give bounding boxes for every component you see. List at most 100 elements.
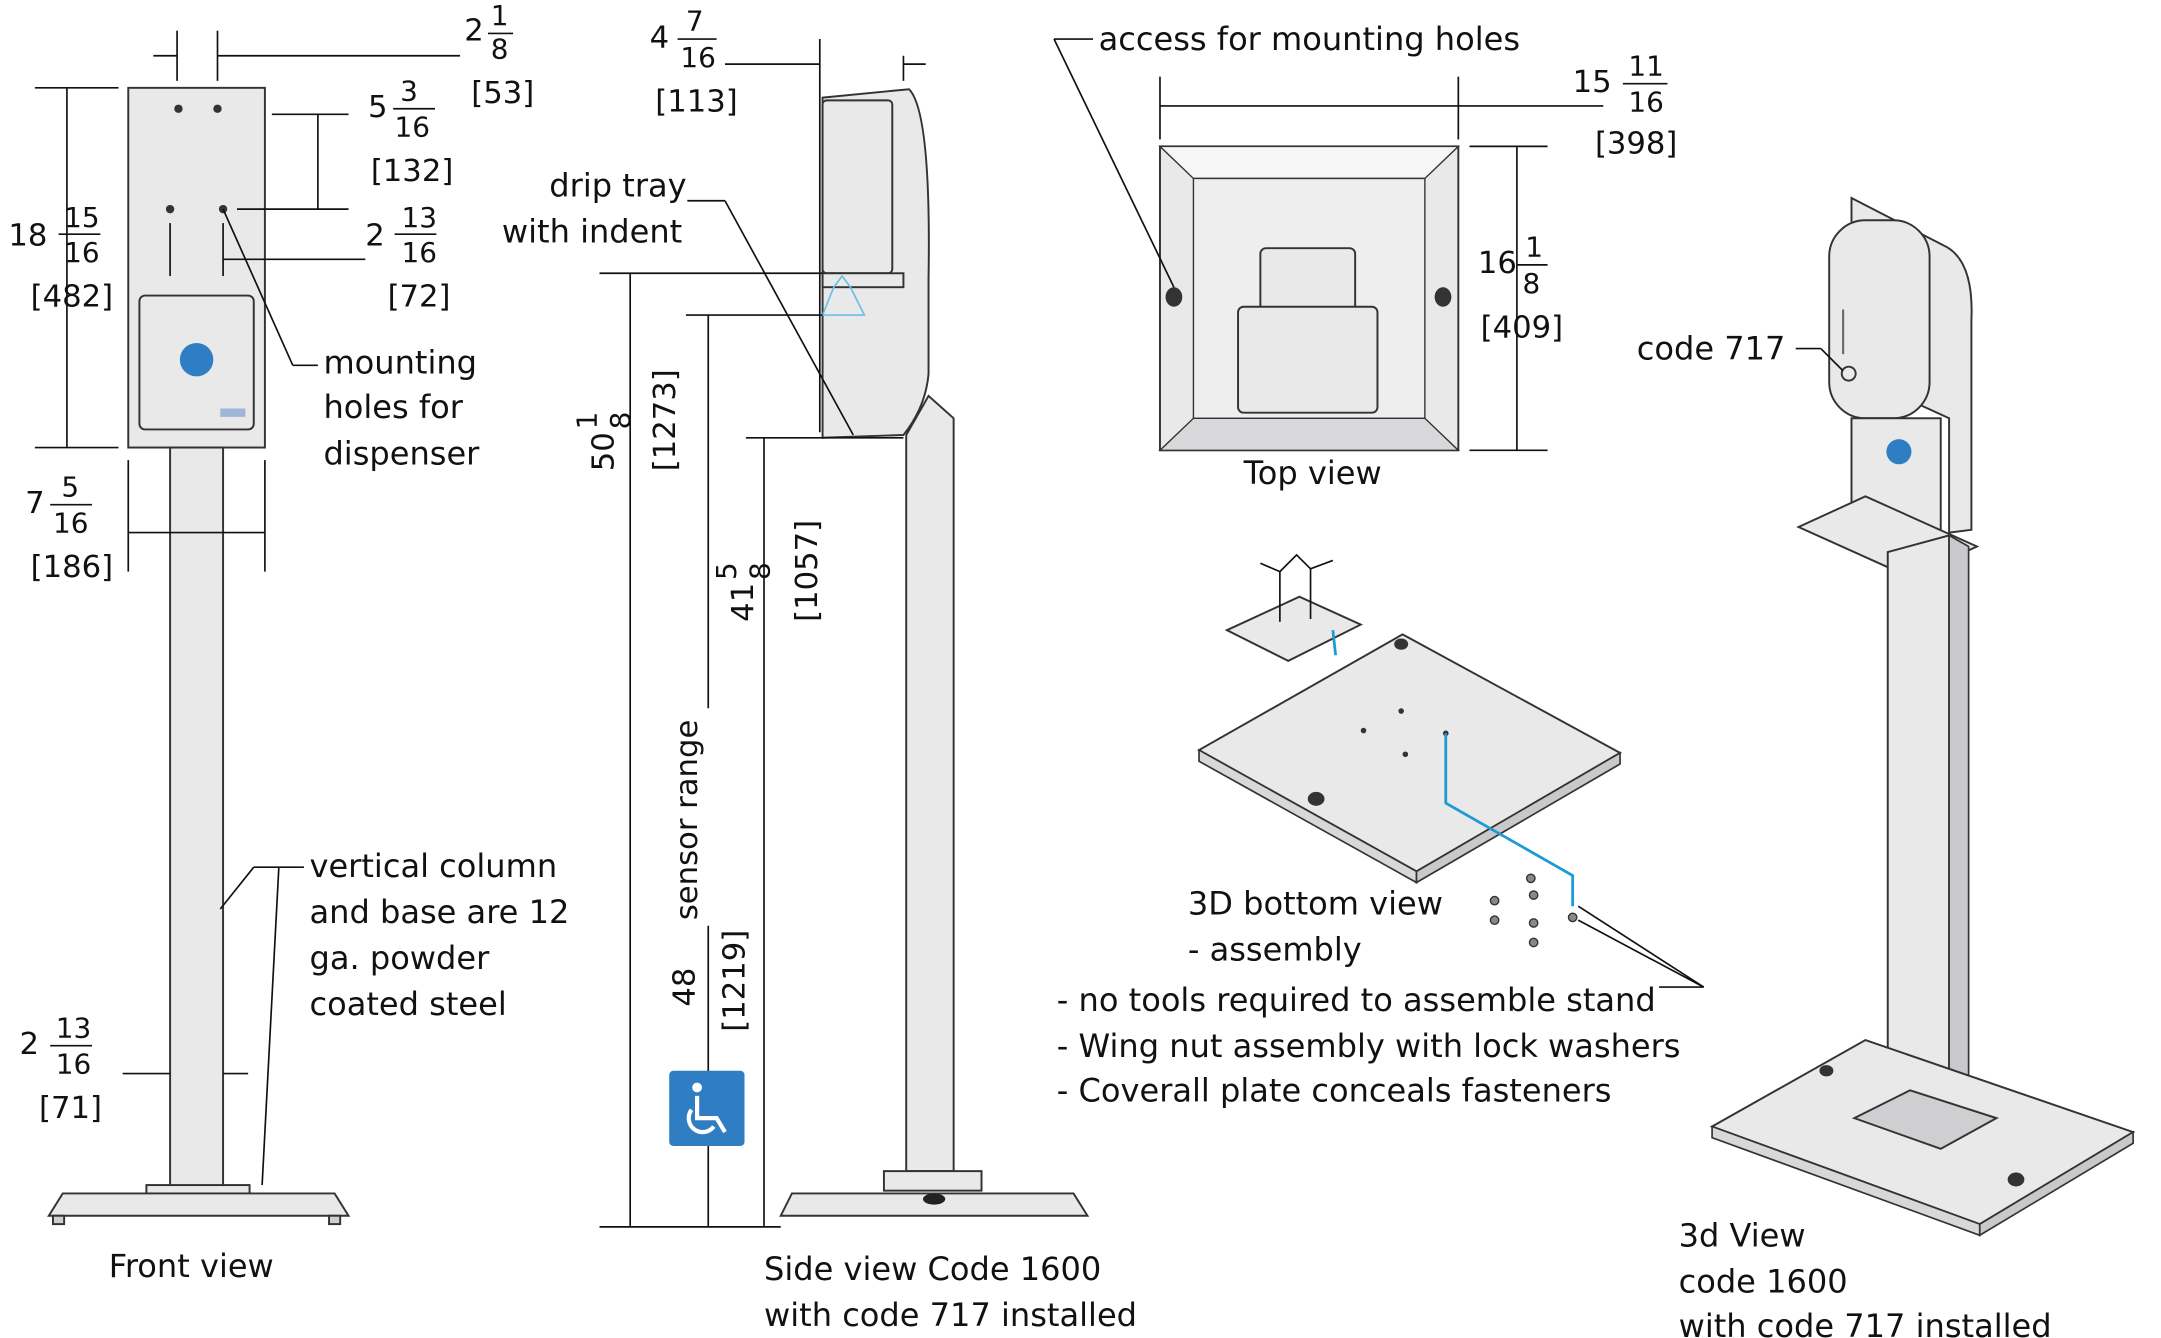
assembly-note: - no tools required to assemble stand (1057, 981, 1656, 1019)
column-bracket (1224, 595, 1364, 662)
side-collar (882, 1170, 983, 1192)
dim-fraction-num: 15 (64, 201, 99, 234)
dim-fraction-num: 1 (1525, 231, 1543, 264)
dim-fraction-num: 13 (56, 1011, 91, 1044)
iso-view: code 717 3d View code 1600 with code 717… (1637, 196, 2136, 1338)
side-view-subtitle: with code 717 installed (764, 1296, 1137, 1334)
dim-fraction-num: 13 (402, 201, 437, 234)
dim-fraction-den: 8 (491, 33, 509, 66)
column-note: coated steel (310, 985, 507, 1023)
iso-dispenser (1828, 219, 1931, 420)
dim-metric: [72] (388, 280, 451, 315)
dispenser-body (821, 99, 894, 275)
iso-view-title: 3d View (1679, 1216, 1806, 1254)
dim-fraction-num: 5 (61, 470, 79, 503)
dim-metric: [1273] (648, 369, 683, 471)
iso-view-subtitle: code 1600 (1679, 1262, 1848, 1300)
dim-metric: [113] (655, 85, 737, 120)
front-view-title: Front view (109, 1247, 274, 1285)
access-hole (1165, 287, 1183, 307)
mounting-hole (174, 104, 183, 113)
dim-fraction-num: 11 (1628, 49, 1663, 82)
dim-metric: [53] (471, 76, 534, 111)
sensor-range-label: sensor range (670, 720, 705, 920)
access-hole (1394, 638, 1409, 650)
iso-view-subtitle: with code 717 installed (1679, 1307, 2052, 1338)
mounting-hole (213, 104, 222, 113)
wheelchair-icon (669, 1070, 745, 1147)
code-717-label: code 717 (1637, 330, 1786, 368)
foot (328, 1214, 342, 1226)
assembly-note: - Wing nut assembly with lock washers (1057, 1027, 1681, 1065)
dim-fraction-den: 16 (1628, 86, 1663, 119)
iso-collar (1851, 1089, 1999, 1150)
sensor-cone (821, 274, 866, 316)
dim-fraction-den: 8 (1522, 267, 1540, 300)
access-hole (1819, 1065, 1834, 1077)
mounting-note: mounting (323, 344, 477, 382)
dim-fraction-num: 1 (491, 0, 509, 32)
dim-fraction-den: 16 (56, 1048, 91, 1081)
brand-logo (220, 408, 246, 417)
dim-metric: [409] (1481, 310, 1563, 345)
access-hole (1307, 791, 1325, 806)
dim-fraction-den: 16 (64, 236, 99, 269)
mounting-hole (218, 204, 228, 214)
dim-fraction-num: 7 (686, 5, 704, 38)
column-note: ga. powder (310, 939, 491, 977)
foot (52, 1214, 66, 1226)
dim-hole-width: 2 (365, 218, 385, 253)
vertical-column (169, 446, 225, 1191)
dim-metric: [71] (39, 1091, 102, 1126)
dim-metric: [398] (1595, 126, 1677, 161)
dim-fraction-num: 5 (710, 562, 743, 580)
side-column (905, 394, 955, 1173)
base-plate (47, 1192, 351, 1217)
access-note: access for mounting holes (1099, 20, 1520, 58)
drip-tray-note: drip tray (549, 167, 686, 205)
base-hole (922, 1193, 946, 1205)
dim-metric: [132] (371, 154, 453, 189)
drip-tray-top (1237, 305, 1379, 414)
front-view: 2 1 8 [53] 5 3 16 [132] 18 15 16 [482] 2… (8, 0, 569, 1285)
dim-metric: [482] (31, 280, 113, 315)
dim-fraction-den: 8 (744, 562, 777, 580)
dim-top-depth: 16 (1478, 246, 1517, 281)
dim-depth: 4 (650, 20, 670, 55)
dim-metric: [1219] (718, 930, 753, 1032)
base-underside (1197, 633, 1623, 873)
access-hole (2007, 1172, 2025, 1187)
assembly-note: - Coverall plate conceals fasteners (1057, 1071, 1612, 1109)
dim-fraction-den: 8 (604, 412, 637, 430)
dim-total-height: 50 (586, 432, 621, 471)
column-note: and base are 12 (310, 893, 570, 931)
column-collar (145, 1184, 251, 1195)
hand-logo-icon (1886, 439, 1912, 465)
column-note: vertical column (310, 847, 558, 885)
bottom-view: 3D bottom view - assembly - no tools req… (1057, 553, 1705, 1109)
dim-ada-height: 48 (667, 968, 702, 1007)
drip-tray-note: with indent (502, 213, 682, 251)
mounting-hole (165, 204, 175, 214)
dim-top-width: 15 (1573, 65, 1612, 100)
dim-fraction-den: 16 (53, 507, 88, 540)
side-view: 4 7 16 [113] drip tray with indent 50 1 … (502, 5, 1137, 1334)
dim-metric: [186] (31, 550, 113, 585)
dim-plate-width: 7 (25, 486, 45, 521)
dim-fraction-num: 1 (571, 412, 604, 430)
dim-metric: [1057] (790, 520, 825, 622)
top-view-title: Top view (1243, 454, 1382, 492)
dim-sensor-height: 41 (726, 583, 761, 622)
bottom-view-subtitle: - assembly (1188, 931, 1362, 969)
dim-top-width: 2 (464, 13, 484, 48)
side-view-title: Side view Code 1600 (764, 1250, 1101, 1288)
dim-fraction-den: 16 (402, 236, 437, 269)
sensor-point (1840, 365, 1857, 382)
dim-column-width: 2 (20, 1027, 40, 1062)
top-view: access for mounting holes 15 11 16 [398]… (1053, 20, 1677, 492)
dim-height: 18 (8, 218, 47, 253)
mounting-note: dispenser (323, 434, 480, 472)
bottom-view-title: 3D bottom view (1188, 885, 1443, 923)
